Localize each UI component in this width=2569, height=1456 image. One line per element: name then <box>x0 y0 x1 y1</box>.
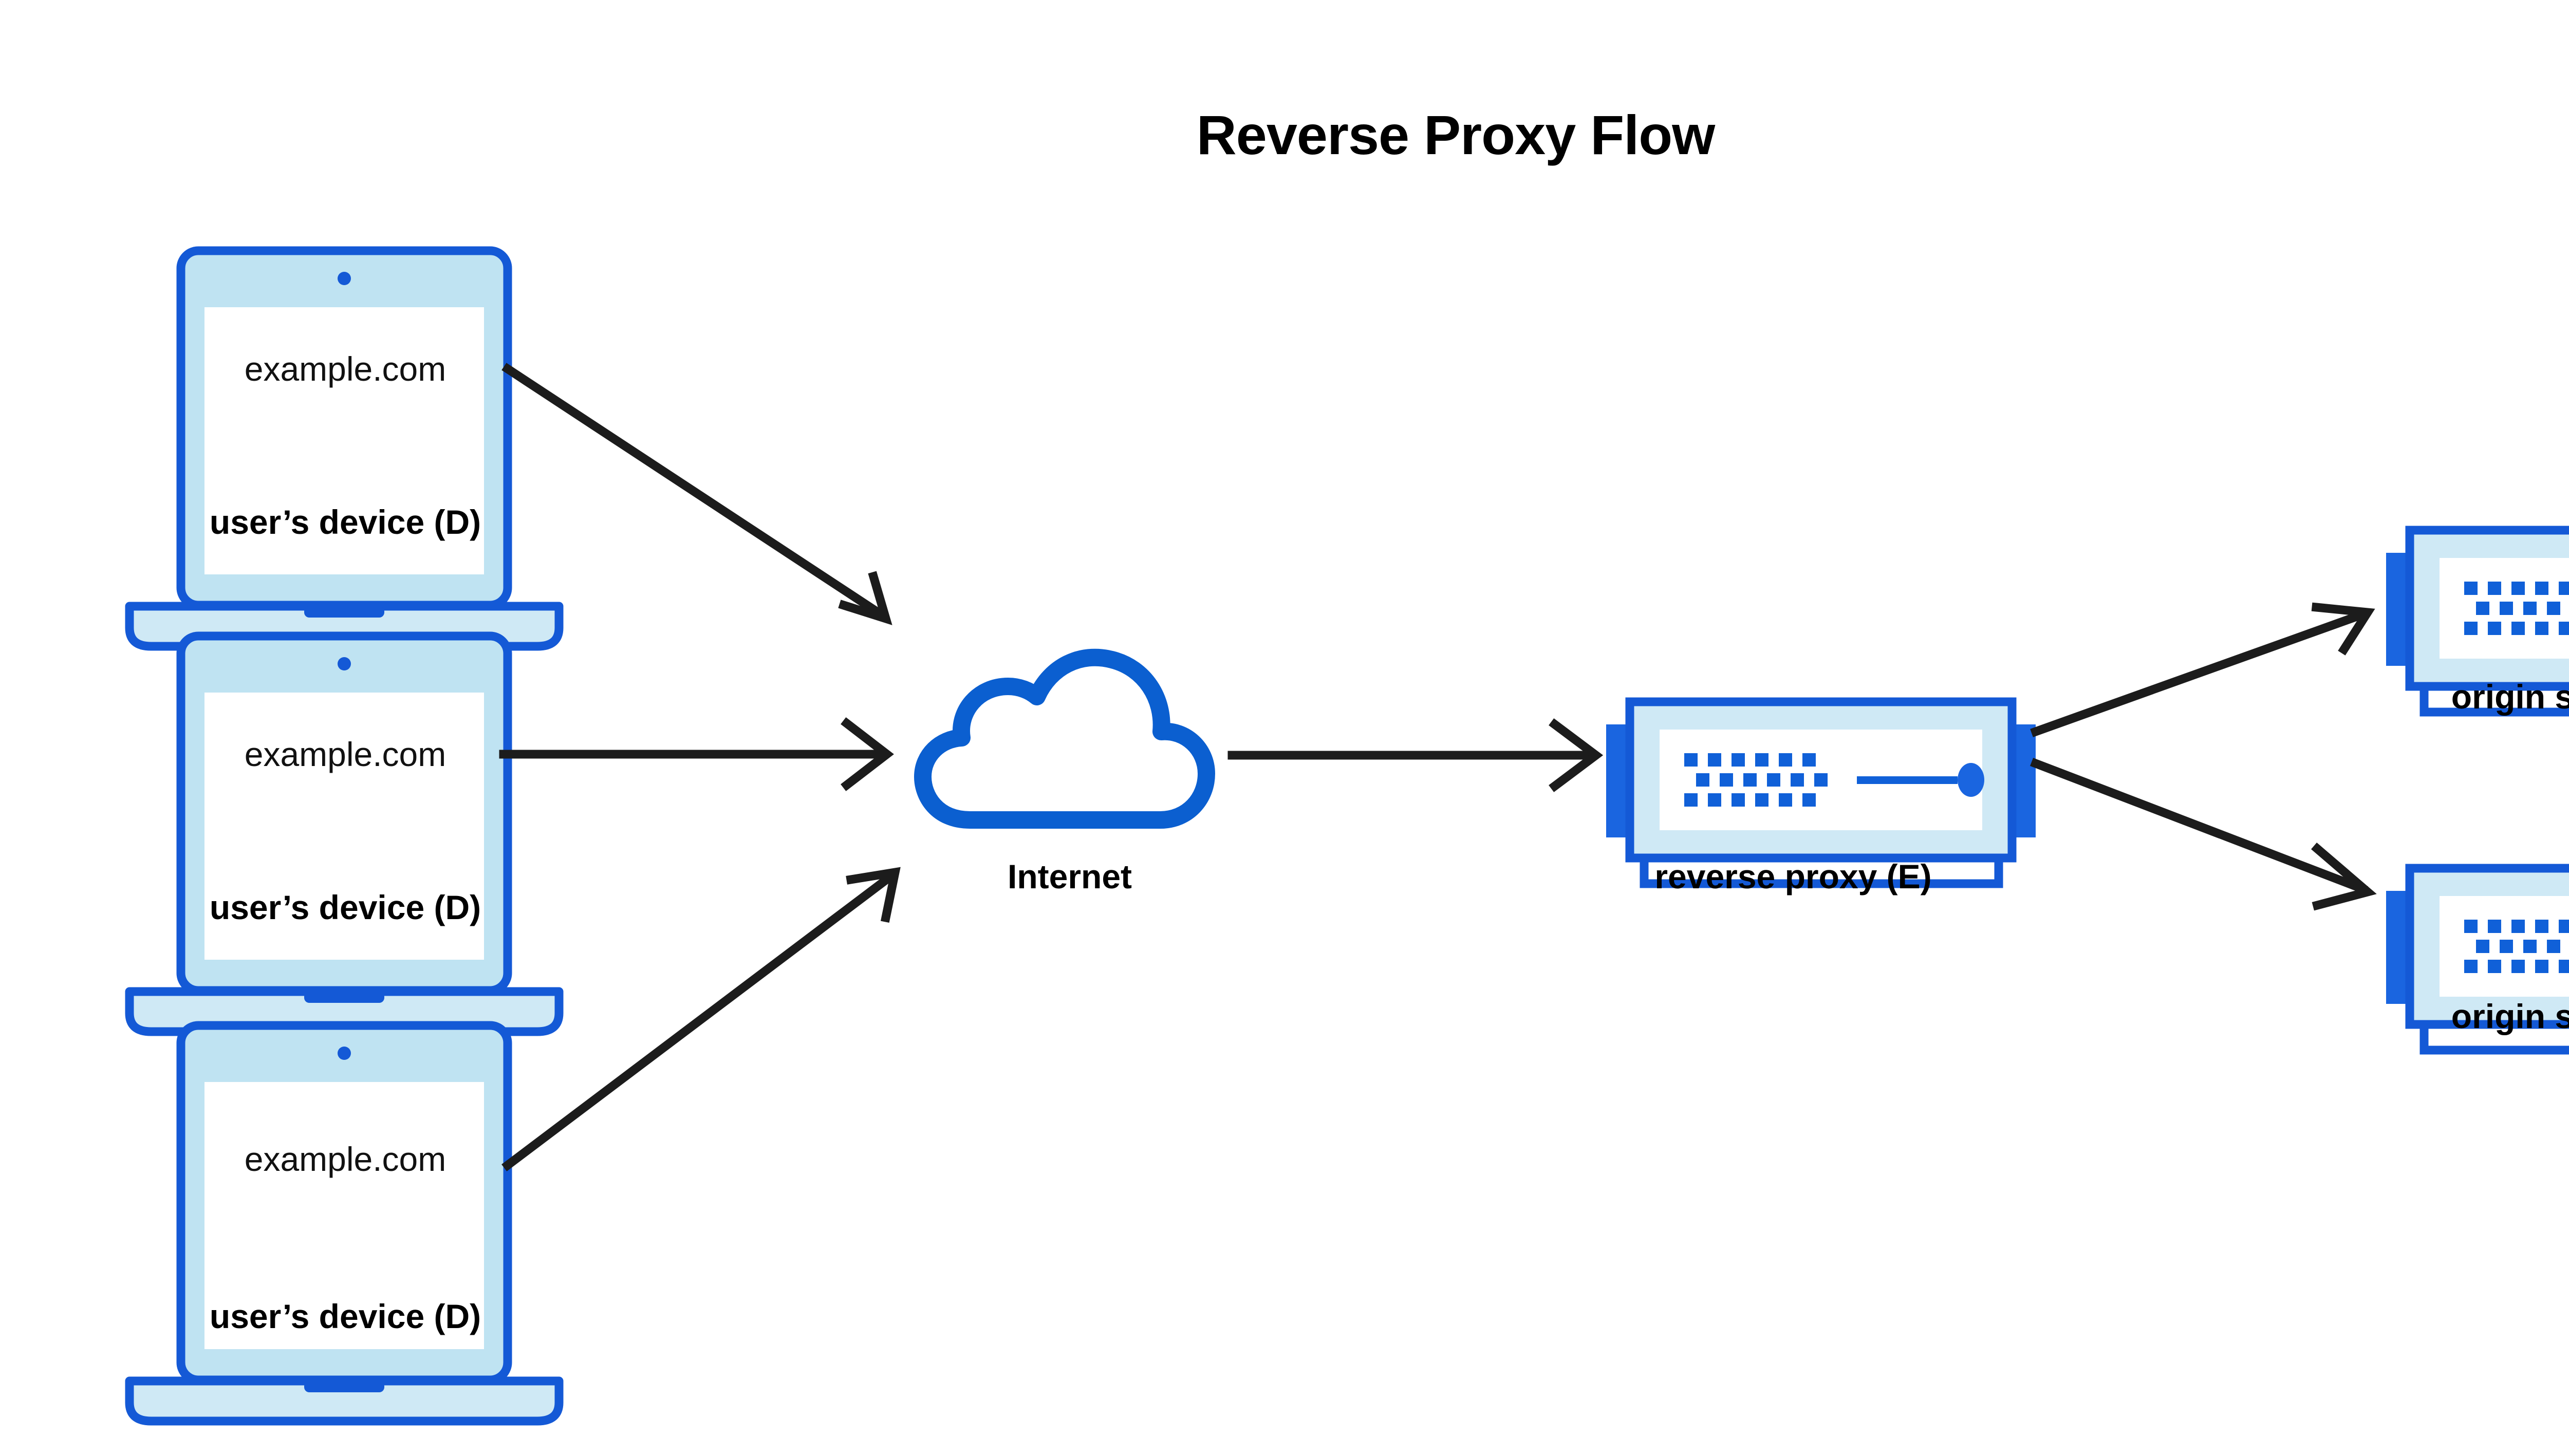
label-device-1: user’s device (D) <box>209 503 481 541</box>
arrow-device-1-to-internet <box>501 363 892 625</box>
arrow-internet-to-reverse-proxy <box>1227 718 1604 792</box>
label-reverse-proxy: reverse proxy (E) <box>1654 857 1932 895</box>
screen-text-device-1: example.com <box>244 350 446 388</box>
laptop-icon-device-2 <box>129 636 559 1032</box>
label-internet: Internet <box>1007 857 1132 895</box>
label-origin-2: origin server (F) <box>2451 997 2569 1035</box>
page-title: Reverse Proxy Flow <box>1196 104 1715 166</box>
arrow-device-2-to-internet <box>499 717 894 791</box>
screen-text-device-2: example.com <box>244 735 446 773</box>
arrow-reverse-proxy-to-origin-2 <box>2030 758 2377 911</box>
laptop-icon-device-1 <box>129 251 559 646</box>
arrow-reverse-proxy-to-origin-1 <box>2030 602 2375 737</box>
server-icon-reverse-proxy <box>1606 702 2036 884</box>
label-device-3: user’s device (D) <box>209 1297 481 1335</box>
screen-text-device-3: example.com <box>244 1140 446 1178</box>
arrow-device-3-to-internet <box>501 867 901 1171</box>
laptop-icon-device-3 <box>129 1025 559 1421</box>
label-device-2: user’s device (D) <box>209 888 481 926</box>
label-origin-1: origin server (F) <box>2451 678 2569 716</box>
cloud-icon-internet <box>914 648 1215 829</box>
